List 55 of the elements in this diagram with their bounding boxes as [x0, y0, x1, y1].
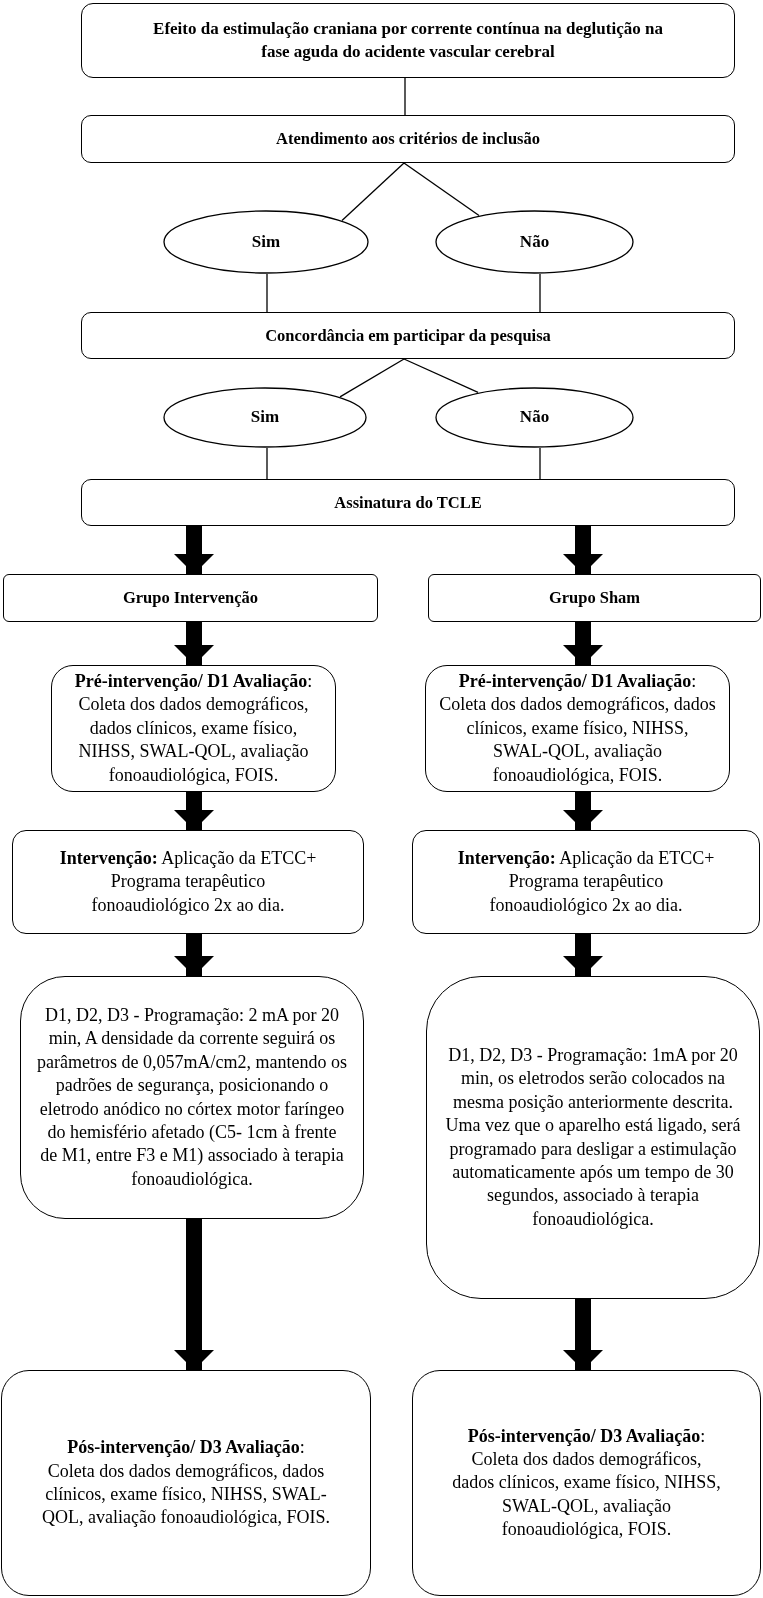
connector-line — [539, 447, 541, 480]
connector-line — [266, 447, 268, 480]
block-arrow — [174, 622, 214, 665]
box-text: Assinatura do TCLE — [334, 491, 482, 514]
box-text: Atendimento aos critérios de inclusão — [276, 128, 540, 150]
process-box — [412, 830, 760, 934]
process-box — [81, 312, 735, 359]
block-arrow — [563, 526, 603, 574]
decision-ellipse — [435, 210, 634, 274]
process-box — [81, 3, 735, 78]
process-box — [428, 574, 761, 622]
box-text: Pré-intervenção/ D1 Avaliação: Coleta dos dados demográficos, dados clínicos, exame físico, NIHSS, SWAL-QOL, avaliação fonoaudiológica, FOIS. — [73, 670, 314, 787]
connector-line — [403, 358, 479, 394]
process-box — [1, 1370, 371, 1596]
block-arrow — [563, 622, 603, 665]
process-box — [425, 665, 730, 792]
connector-line — [539, 273, 541, 313]
process-box — [81, 115, 735, 163]
decision-ellipse — [163, 387, 367, 448]
block-arrow — [563, 1299, 603, 1370]
box-text: Pós-intervenção/ D3 Avaliação: Coleta dos dados demográficos, dados clínicos, exame físico, NIHSS, SWAL-QOL, avaliação fonoaudiológica, FOIS. — [451, 1424, 722, 1542]
box-text: Grupo Sham — [548, 587, 641, 609]
box-text: Grupo Intervenção — [122, 587, 259, 609]
decision-ellipse — [163, 210, 369, 274]
box-text: Pré-intervenção/ D1 Avaliação: Coleta dos dados demográficos, dados clínicos, exame físico, NIHSS, SWAL-QOL, avaliação fonoaudiológica, FOIS. — [438, 670, 717, 787]
process-box — [426, 976, 760, 1299]
box-text: Intervenção: Aplicação da ETCC+ Programa terapêutico fonoaudiológico 2x ao dia. — [58, 846, 318, 917]
box-text: Concordância em participar da pesquisa — [265, 324, 551, 347]
block-arrow — [563, 792, 603, 830]
block-arrow — [174, 1219, 214, 1370]
connector-line — [266, 273, 268, 313]
box-text: D1, D2, D3 - Programação: 1mA por 20 min, os eletrodos serão colocados na mesma posição anteriormente descrita. Uma vez que o aparelho está ligado, será programado para desligar a estimulação automaticamente após um tempo de 30 segundos, associado à terapia fonoaudiológica. — [445, 1043, 741, 1231]
connector-line — [341, 162, 405, 222]
box-text: Não — [519, 230, 550, 253]
process-box — [3, 574, 378, 622]
decision-ellipse — [435, 387, 634, 448]
box-text: Sim — [251, 230, 281, 253]
box-text: Efeito da estimulação craniana por corrente contínua na deglutição na fase aguda do acidente vascular cerebral — [152, 18, 664, 63]
box-text: D1, D2, D3 - Programação: 2 mA por 20 min, A densidade da corrente seguirá os parâmetros de 0,057mA/cm2, mantendo os padrões de segurança, posicionando o eletrodo anódico no córtex motor faríngeo do hemisfério afetado (C5- 1cm à frente de M1, entre F3 e M1) associado à terapia fonoaudiológica. — [37, 1003, 347, 1191]
block-arrow — [174, 526, 214, 574]
box-text: Intervenção: Aplicação da ETCC+ Programa terapêutico fonoaudiológico 2x ao dia. — [456, 846, 716, 917]
box-text: Não — [519, 406, 550, 429]
block-arrow — [563, 934, 603, 976]
process-box — [412, 1370, 761, 1596]
block-arrow — [174, 934, 214, 976]
box-text: Sim — [250, 406, 280, 429]
block-arrow — [174, 792, 214, 830]
process-box — [20, 976, 364, 1219]
connector-line — [404, 77, 406, 116]
box-text: Pós-intervenção/ D3 Avaliação: Coleta dos dados demográficos, dados clínicos, exame físico, NIHSS, SWAL-QOL, avaliação fonoaudiológica, FOIS. — [42, 1436, 330, 1530]
connector-line — [339, 358, 405, 398]
process-box — [51, 665, 336, 792]
connector-line — [403, 162, 480, 217]
process-box — [81, 479, 735, 526]
process-box — [12, 830, 364, 934]
